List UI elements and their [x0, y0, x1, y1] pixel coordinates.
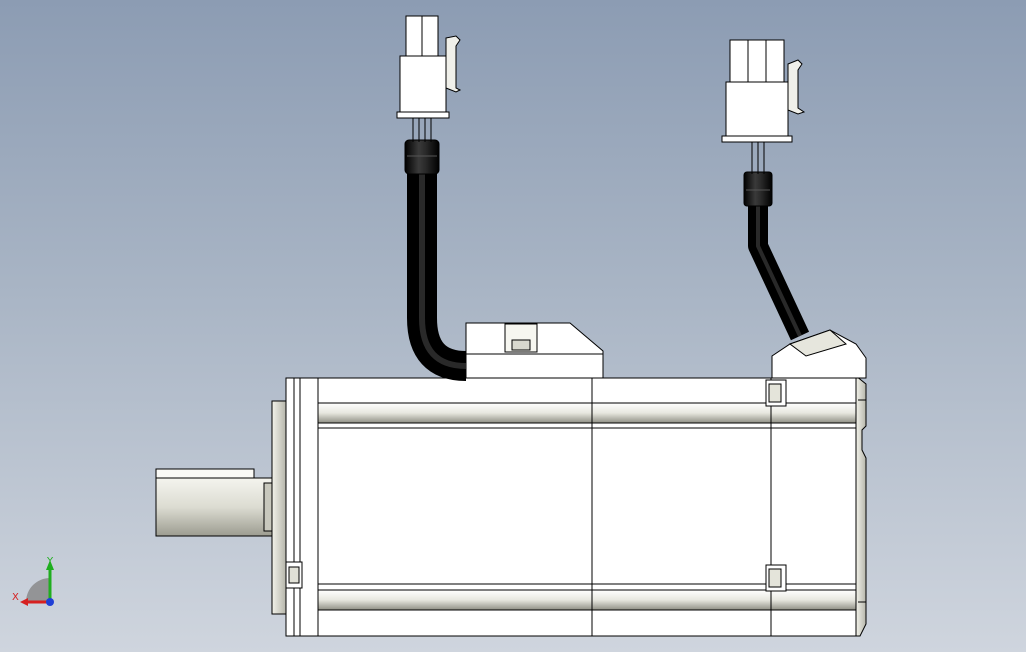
power-cable[interactable]: [404, 118, 467, 381]
x-axis-label: X: [12, 592, 19, 603]
encoder-cable-boot: [743, 171, 773, 207]
encoder-cable[interactable]: [743, 142, 810, 341]
encoder-plug-latch: [787, 59, 806, 115]
x-axis-arrowhead: [20, 598, 28, 606]
y-axis-arrowhead: [46, 560, 54, 570]
orientation-triad[interactable]: Y X: [12, 556, 54, 606]
encoder-connector-housing[interactable]: [771, 329, 867, 379]
bottom-cooling-rib: [317, 589, 859, 611]
z-axis-origin: [46, 598, 54, 606]
power-plug[interactable]: [396, 15, 462, 119]
power-connector-housing[interactable]: [465, 322, 604, 379]
motor-body[interactable]: [317, 377, 859, 637]
front-flange[interactable]: [271, 377, 319, 637]
encoder-plug[interactable]: [721, 39, 806, 143]
rear-encoder-cap[interactable]: [855, 374, 867, 637]
power-cable-boot: [404, 139, 440, 175]
triad-plane: [26, 578, 50, 602]
motor-shaft[interactable]: [155, 468, 275, 537]
power-plug-latch: [445, 35, 462, 93]
y-axis-label: Y: [46, 556, 54, 567]
shaft-cylinder: [155, 477, 273, 537]
